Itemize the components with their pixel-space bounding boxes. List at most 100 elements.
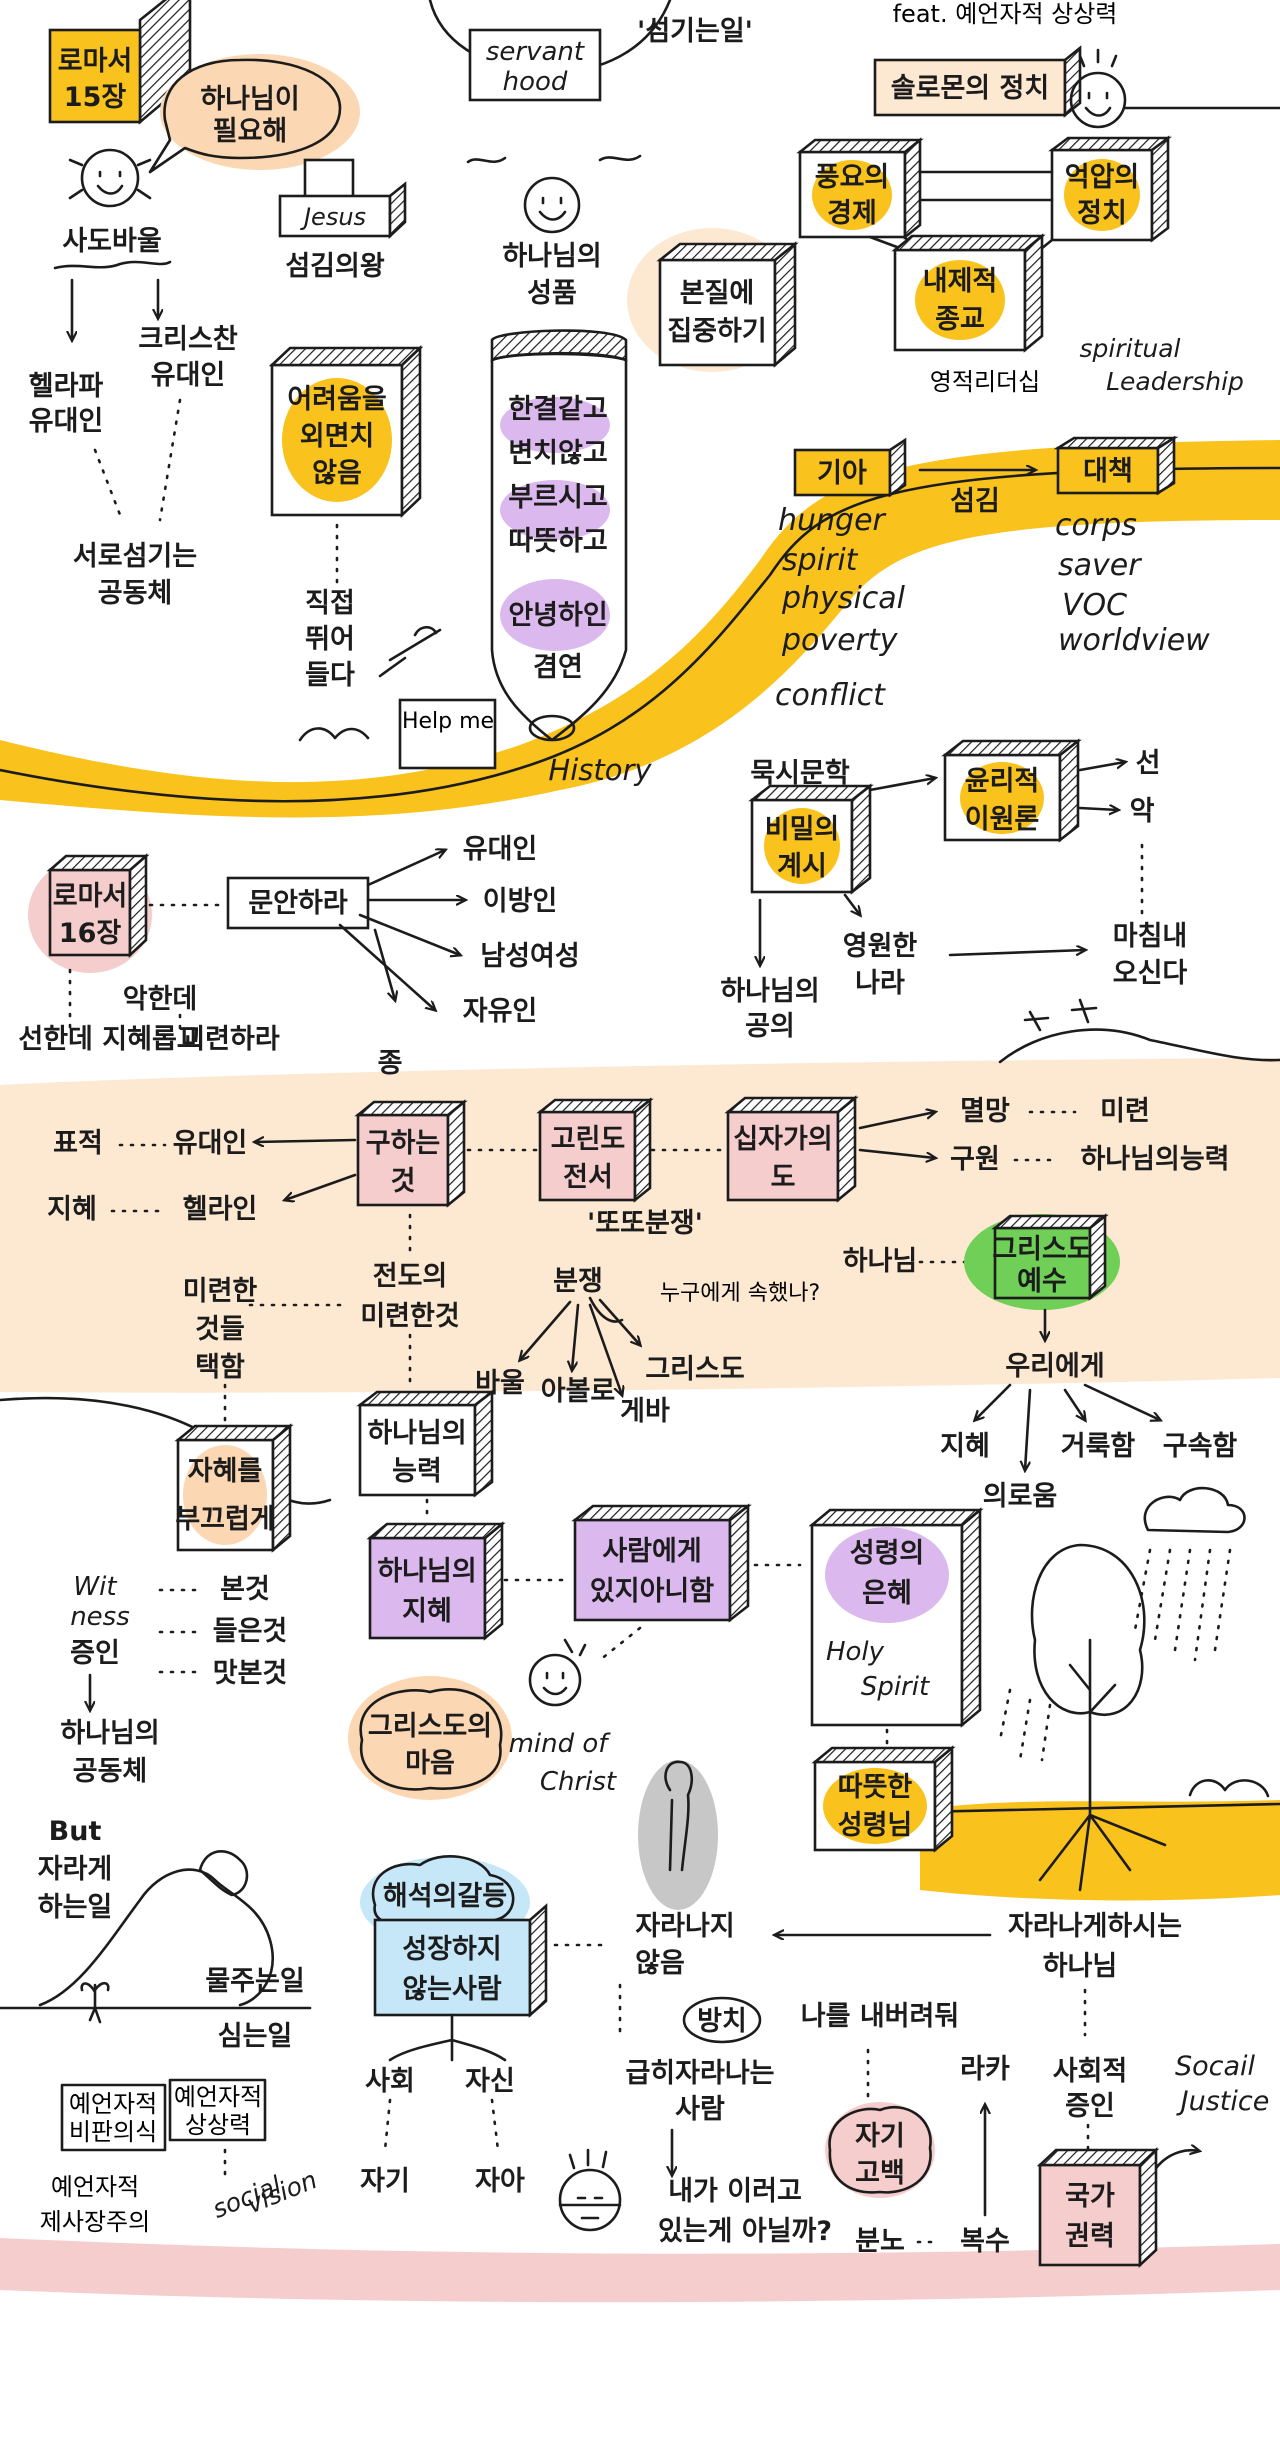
not-in-man-line2: 있지아니함 bbox=[590, 1576, 714, 1607]
hasty-line2: 사람 bbox=[675, 2094, 725, 2125]
not-grown-line2: 않는사람 bbox=[402, 1974, 502, 2005]
arrow-eternal bbox=[845, 895, 860, 915]
bottle-word-6: 겸연 bbox=[533, 652, 583, 683]
romans-16-box: 로마서 16장 bbox=[50, 856, 146, 955]
interpret-label: 해석의갈등 bbox=[383, 1881, 507, 1912]
god-community-line1: 하나님의 bbox=[60, 1718, 159, 1749]
solomon-box: 솔로몬의 정치 bbox=[875, 48, 1080, 115]
small-cloud-icon bbox=[1190, 1780, 1268, 1796]
not-avoid-box: 어려움을 외면치 않음 bbox=[272, 348, 420, 515]
god-wisdom-box: 하나님의 지혜 bbox=[370, 1524, 502, 1638]
bottle-word-3: 부르시고 bbox=[508, 482, 607, 513]
god-wisdom-line2: 지혜 bbox=[402, 1596, 452, 1627]
choose-line1: 미련한 bbox=[183, 1276, 258, 1307]
prophetic-imagination-line1: 예언자적 bbox=[174, 2083, 262, 2111]
dots-to-community bbox=[95, 400, 180, 520]
god-power-line1: 하나님의 bbox=[367, 1418, 466, 1449]
gift-holy: 거룩함 bbox=[1061, 1431, 1136, 1462]
preaching-line2: 미련한것 bbox=[360, 1301, 459, 1332]
heard-label: 들은것 bbox=[213, 1616, 288, 1647]
good-label: 선 bbox=[1136, 748, 1161, 779]
social-justice-line1: Socail bbox=[1175, 2051, 1256, 2082]
not-in-man-line1: 사람에게 bbox=[602, 1536, 701, 1567]
justice-line1: 하나님의 bbox=[720, 976, 819, 1007]
plant-label: 심는일 bbox=[218, 2021, 293, 2052]
dots-witness bbox=[160, 1590, 200, 1672]
need-hunger: hunger bbox=[778, 503, 887, 538]
plan-box-label: 대책 bbox=[1083, 456, 1133, 487]
justice-line2: 공의 bbox=[745, 1011, 795, 1042]
not-growing-line1: 자라나지 bbox=[635, 1911, 734, 1942]
paul-underline bbox=[55, 262, 170, 268]
prophetic-priest-line1: 예언자적 bbox=[51, 2173, 139, 2201]
religion-line1: 내제적 bbox=[923, 266, 998, 297]
not-avoid-line2: 외면치 bbox=[300, 421, 375, 452]
greeks-label: 헬라인 bbox=[183, 1194, 258, 1225]
serving-label: '섬기는일' bbox=[637, 16, 753, 47]
affluence-line1: 풍요의 bbox=[815, 162, 890, 193]
plan-voc: VOC bbox=[1062, 588, 1127, 623]
arrow-greet-slave bbox=[375, 930, 395, 1000]
paul-face-icon bbox=[70, 150, 150, 206]
dots-self bbox=[385, 2100, 498, 2150]
christ-jesus-line1: 그리스도 bbox=[992, 1234, 1091, 1265]
romans-15-line2: 15장 bbox=[64, 82, 127, 113]
spirit-grace-line1: 성령의 bbox=[850, 1538, 925, 1569]
revenge-label: 복수 bbox=[960, 2226, 1010, 2257]
witness-line2: ness bbox=[70, 1602, 130, 1632]
diver-icon bbox=[380, 627, 440, 676]
mind-of-christ-line1: mind of bbox=[509, 1729, 612, 1759]
revealed-label: 묵시문학 bbox=[750, 758, 850, 789]
jesus-cross-box: Jesus bbox=[280, 160, 405, 236]
affluence-box: 풍요의 경제 bbox=[800, 140, 920, 237]
confess-line2: 고백 bbox=[855, 2158, 905, 2189]
warm-spirit-line2: 성령님 bbox=[838, 1810, 913, 1841]
anger-label: 분노 bbox=[855, 2226, 905, 2257]
christ-jesus-line2: 예수 bbox=[1017, 1266, 1067, 1297]
greet-box: 문안하라 bbox=[228, 878, 368, 928]
ashamed-box: 자혜를 부끄럽게 bbox=[175, 1426, 290, 1550]
corinth-line1: 고린도 bbox=[551, 1124, 626, 1155]
greet-label: 문안하라 bbox=[248, 888, 348, 919]
ashamed-line2: 부끄럽게 bbox=[175, 1504, 274, 1535]
witness-kr: 증인 bbox=[70, 1638, 120, 1669]
choose-line2: 것들 bbox=[195, 1314, 245, 1345]
bottle-word-1: 한결같고 bbox=[508, 394, 607, 425]
spiritual-leadership-line1: spiritual bbox=[1080, 334, 1181, 363]
gift-wisdom: 지혜 bbox=[940, 1431, 990, 1462]
self-label: 자신 bbox=[465, 2066, 515, 2097]
perish-label: 멸망 bbox=[960, 1096, 1010, 1127]
social-witness-line1: 사회적 bbox=[1053, 2056, 1128, 2087]
affluence-line2: 경제 bbox=[827, 198, 877, 229]
finally-line1: 마침내 bbox=[1113, 921, 1188, 952]
who-belong: 누구에게 속했나? bbox=[660, 1281, 820, 1306]
ethical-box: 윤리적 이원론 bbox=[945, 741, 1078, 840]
bottle-word-5: 안녕하인 bbox=[508, 600, 607, 631]
christian-jews-line1: 크리스찬 bbox=[138, 324, 238, 355]
history-label: History bbox=[548, 753, 652, 787]
jump-line1: 직접 bbox=[305, 588, 355, 619]
eternal-line1: 영원한 bbox=[843, 931, 918, 962]
power-label: 하나님의능력 bbox=[1080, 1144, 1229, 1175]
wise-in-good: 선한데 지혜롭고 bbox=[18, 1024, 201, 1055]
finally-line2: 오신다 bbox=[1113, 958, 1188, 989]
arrow-greet-free bbox=[340, 925, 435, 1010]
greet-gentile: 이방인 bbox=[483, 886, 558, 917]
arrow-greet-jew bbox=[368, 850, 445, 885]
plan-box: 대책 bbox=[1058, 438, 1174, 493]
arrow-us-righteous bbox=[1025, 1390, 1030, 1470]
hunger-box-label: 기아 bbox=[817, 458, 867, 489]
prophetic-imagination-line2: 상상력 bbox=[185, 2111, 251, 2139]
jesus-label: Jesus bbox=[300, 203, 366, 231]
gods-face-icon bbox=[468, 156, 640, 232]
christian-jews-line2: 유대인 bbox=[151, 360, 226, 391]
corinth-line2: 전서 bbox=[563, 1162, 613, 1193]
corinth-box: 고린도 전서 bbox=[540, 1100, 650, 1200]
not-growing-line2: 않음 bbox=[635, 1948, 685, 1979]
arrow-eternal-finally bbox=[950, 950, 1085, 955]
grow-work-line1: 자라게 bbox=[38, 1854, 113, 1885]
but-label: But bbox=[49, 1816, 102, 1847]
abandon-label: 나를 내버려둬 bbox=[801, 2001, 959, 2032]
toward-evil: 악한데 bbox=[123, 984, 198, 1015]
